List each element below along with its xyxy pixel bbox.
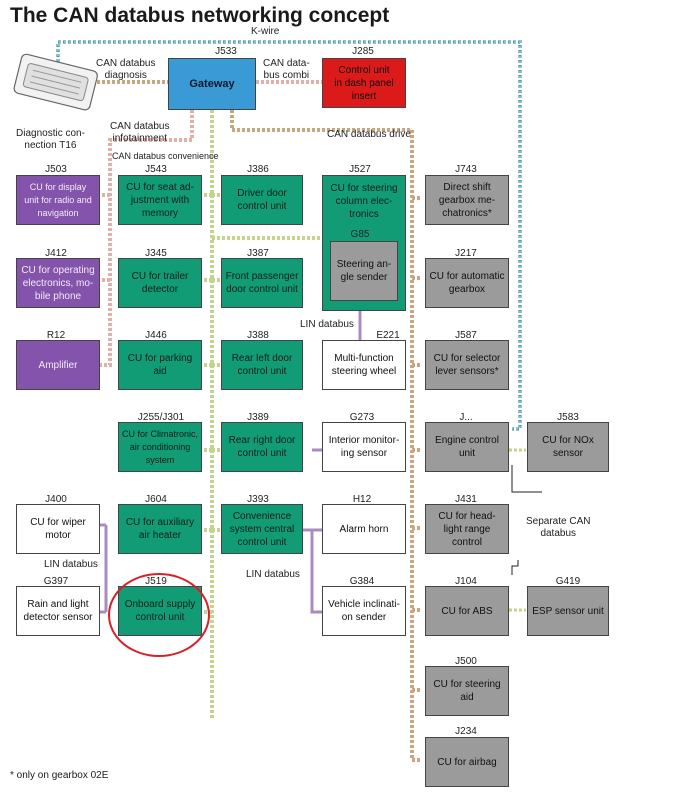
gateway-code: J533 <box>215 46 237 57</box>
page-title: The CAN databus networking concept <box>10 4 390 27</box>
j587-unit: CU for selector lever sensors* <box>425 340 509 390</box>
footnote: * only on gearbox 02E <box>10 770 109 781</box>
j527-code: J527 <box>349 164 371 175</box>
j388-unit: Rear left door control unit <box>221 340 303 390</box>
e221-code: E221 <box>376 330 400 341</box>
j412-unit: CU for operating electronics, mo- bile p… <box>16 258 100 308</box>
can-drive-line <box>230 110 422 762</box>
j431-unit: CU for head- light range control <box>425 504 509 554</box>
j743-code: J743 <box>455 164 477 175</box>
j217-code: J217 <box>455 248 477 259</box>
can-convenience-line <box>202 110 330 720</box>
g85-code: G85 <box>350 229 370 240</box>
k-wire-label: K-wire <box>251 26 280 37</box>
g85-unit: Steering an- gle sender <box>330 241 398 301</box>
j500-code: J500 <box>455 656 477 667</box>
diagnostic-connection-label: Diagnostic con- nection T16 <box>16 128 85 151</box>
can-convenience-label: CAN databus convenience <box>112 151 219 161</box>
can-infotainment-line <box>100 110 194 367</box>
engine-code: J... <box>459 412 473 423</box>
j503-code: J503 <box>45 164 67 175</box>
r12-code: R12 <box>46 330 66 341</box>
g384-code: G384 <box>349 576 375 587</box>
j587-code: J587 <box>455 330 477 341</box>
j412-code: J412 <box>45 248 67 259</box>
j386-unit: Driver door control unit <box>221 175 303 225</box>
highlight-circle <box>108 573 210 657</box>
h12-unit: Alarm horn <box>322 504 406 554</box>
gateway-unit: Gateway <box>168 58 256 110</box>
g273-unit: Interior monitor- ing sensor <box>322 422 406 472</box>
j217-unit: CU for automatic gearbox <box>425 258 509 308</box>
j389-code: J389 <box>247 412 269 423</box>
separate-can-label: Separate CAN databus <box>526 516 591 539</box>
j446-code: J446 <box>145 330 167 341</box>
j393-unit: Convenience system central control unit <box>221 504 303 554</box>
can-diagnosis-label: CAN databus diagnosis <box>96 58 156 81</box>
j345-code: J345 <box>145 248 167 259</box>
j743-unit: Direct shift gearbox me- chatronics* <box>425 175 509 225</box>
h12-code: H12 <box>352 494 372 505</box>
engine-control-unit: Engine control unit <box>425 422 509 472</box>
r12-unit: Amplifier <box>16 340 100 390</box>
j234-code: J234 <box>455 726 477 737</box>
j387-unit: Front passenger door control unit <box>221 258 303 308</box>
g273-code: G273 <box>349 412 375 423</box>
j500-unit: CU for steering aid <box>425 666 509 716</box>
separate-can-bracket <box>511 465 542 575</box>
g419-unit: ESP sensor unit <box>527 586 609 636</box>
j446-unit: CU for parking aid <box>118 340 202 390</box>
j604-unit: CU for auxiliary air heater <box>118 504 202 554</box>
j388-code: J388 <box>247 330 269 341</box>
lin-databus-label-convenience: LIN databus <box>246 569 300 580</box>
g384-unit: Vehicle inclinati- on sender <box>322 586 406 636</box>
g419-code: G419 <box>555 576 581 587</box>
lin-databus-label-wiper: LIN databus <box>44 559 98 570</box>
j543-code: J543 <box>145 164 167 175</box>
lin-convenience-line <box>303 448 322 614</box>
j255-code: J255/J301 <box>137 412 185 423</box>
j431-code: J431 <box>455 494 477 505</box>
j527-unit: CU for steering column elec- tronics <box>323 176 405 226</box>
j104-unit: CU for ABS <box>425 586 509 636</box>
dash-code: J285 <box>352 46 374 57</box>
j543-unit: CU for seat ad- justment with memory <box>118 175 202 225</box>
j234-unit: CU for airbag <box>425 737 509 787</box>
j503-unit: CU for display unit for radio and naviga… <box>16 175 100 225</box>
can-drive-label: CAN databus drive <box>327 129 411 140</box>
k-wire-line <box>56 40 522 431</box>
j393-code: J393 <box>247 494 269 505</box>
j255-unit: CU for Climatronic, air conditioning sys… <box>118 422 202 472</box>
j400-unit: CU for wiper motor <box>16 504 100 554</box>
can-combi-label: CAN data- bus combi <box>263 58 310 81</box>
j583-unit: CU for NOx sensor <box>527 422 609 472</box>
j604-code: J604 <box>145 494 167 505</box>
diagnostic-connector <box>13 53 98 111</box>
j583-code: J583 <box>557 412 579 423</box>
dash-panel-unit: Control unit in dash panel insert <box>322 58 406 108</box>
lin-databus-label-steering: LIN databus <box>300 319 354 330</box>
j345-unit: CU for trailer detector <box>118 258 202 308</box>
j104-code: J104 <box>455 576 477 587</box>
g397-unit: Rain and light detector sensor <box>16 586 100 636</box>
e221-unit: Multi-function steering wheel <box>322 340 406 390</box>
g397-code: G397 <box>43 576 69 587</box>
j389-unit: Rear right door control unit <box>221 422 303 472</box>
j387-code: J387 <box>247 248 269 259</box>
can-infotainment-label: CAN databus infotainment <box>110 121 170 144</box>
j386-code: J386 <box>247 164 269 175</box>
j400-code: J400 <box>45 494 67 505</box>
